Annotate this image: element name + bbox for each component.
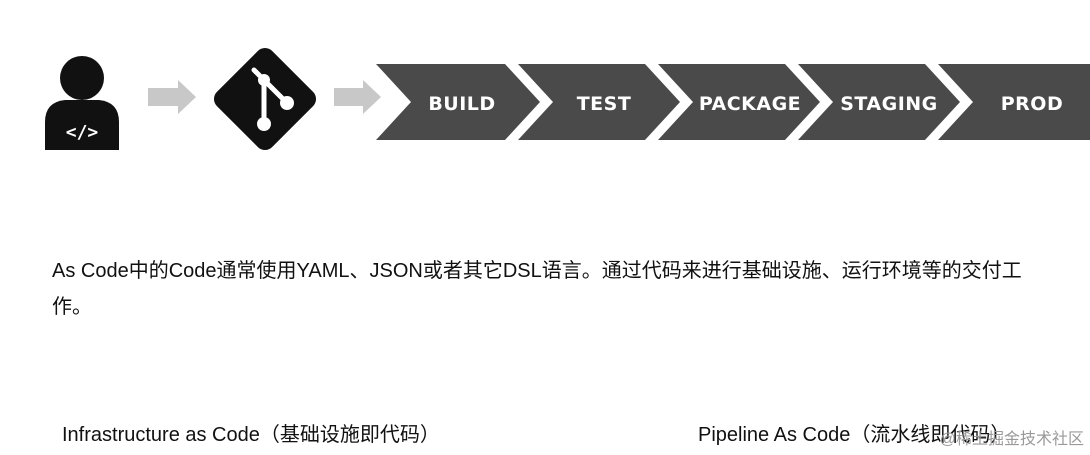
svg-text:</>: </>	[66, 122, 99, 143]
pipeline-as-code-caption: Pipeline As Code（流水线即代码）	[698, 424, 1011, 446]
git-logo-icon	[213, 47, 317, 151]
pipeline-stage: PACKAGE	[658, 64, 820, 140]
stage-label: BUILD	[428, 93, 495, 115]
stage-label: PACKAGE	[699, 93, 801, 115]
pipeline-stage: TEST	[518, 64, 680, 140]
stage-label: PROD	[1001, 93, 1063, 115]
description-text: As Code中的Code通常使用YAML、JSON或者其它DSL语言。通过代码…	[52, 260, 1022, 318]
pipeline-stage: BUILD	[376, 64, 540, 140]
infrastructure-as-code-caption: Infrastructure as Code（基础设施即代码）	[62, 424, 440, 446]
pipeline-stage: STAGING	[798, 64, 960, 140]
arrow-right-icon	[334, 80, 381, 114]
watermark: @稀土掘金技术社区	[939, 431, 1084, 448]
stage-label: TEST	[577, 93, 632, 115]
stage-label: STAGING	[840, 93, 938, 115]
pipeline-stage: PROD	[938, 64, 1090, 140]
developer-code-icon: </>	[45, 56, 119, 150]
pipeline-diagram: </> BUILD TEST PACKAGE STAGING PROD	[45, 47, 1090, 151]
arrow-right-icon	[148, 80, 196, 114]
